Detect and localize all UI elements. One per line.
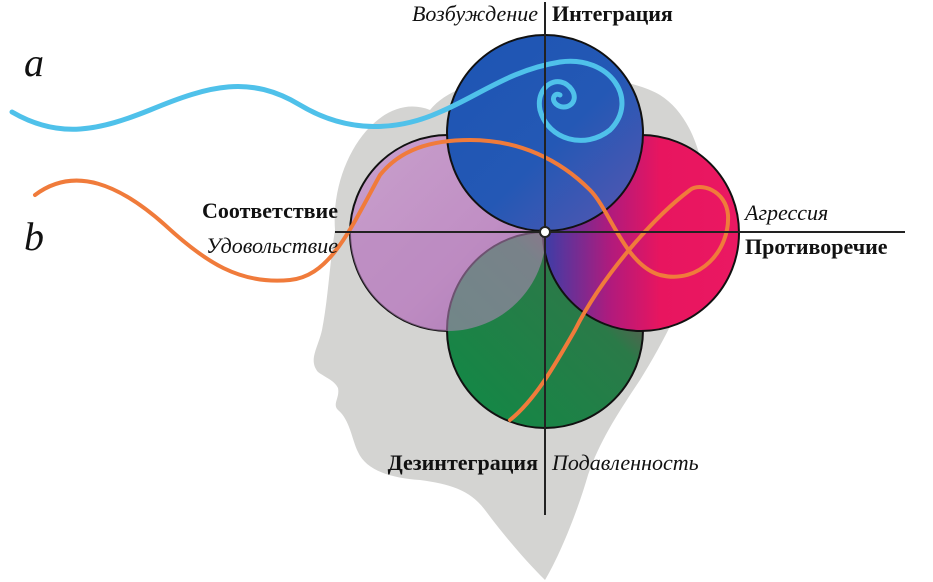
label-bottom-italic: Подавленность bbox=[551, 450, 699, 475]
lavender-lower-overlap bbox=[350, 233, 546, 331]
label-wave-b: b bbox=[24, 214, 44, 259]
label-wave-a: a bbox=[24, 40, 44, 85]
label-left-italic: Удовольствие bbox=[206, 233, 338, 258]
spiral-wave-b bbox=[33, 137, 731, 422]
label-top-italic: Возбуждение bbox=[412, 1, 538, 26]
center-point bbox=[539, 226, 551, 238]
label-bottom-bold: Дезинтеграция bbox=[388, 450, 539, 475]
spiral-wave-a bbox=[9, 58, 625, 143]
label-left-bold: Соответствие bbox=[202, 198, 338, 223]
label-right-italic: Агрессия bbox=[743, 200, 828, 225]
label-right-bold: Противоречие bbox=[745, 234, 888, 259]
label-top-bold: Интеграция bbox=[552, 1, 673, 26]
